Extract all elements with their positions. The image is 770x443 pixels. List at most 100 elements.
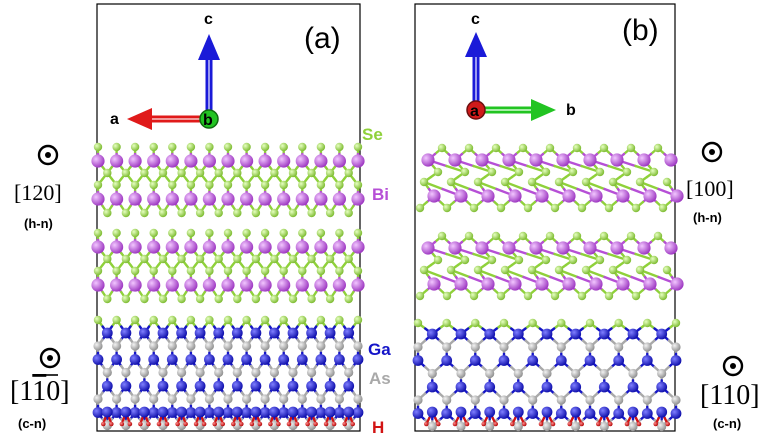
atom-se <box>523 203 533 213</box>
atom-se <box>158 168 168 178</box>
atom-bi <box>110 240 124 254</box>
atom-bi <box>448 153 462 167</box>
view-direction-icon-a-top <box>37 144 59 166</box>
atom-bi <box>184 192 198 206</box>
atom-se <box>316 180 326 190</box>
atom-se <box>158 208 168 218</box>
atom-se <box>103 208 112 218</box>
atom-se <box>242 266 251 276</box>
atom-bi <box>670 277 684 291</box>
atom-h <box>342 421 348 427</box>
atom-bi <box>221 240 235 254</box>
atom-se <box>233 254 242 264</box>
atom-se <box>140 254 149 264</box>
atom-se <box>205 228 214 238</box>
atom-se <box>500 177 510 187</box>
axis-b-label-b: b <box>566 102 576 119</box>
atom-ga <box>484 328 496 340</box>
atom-as <box>628 368 638 379</box>
atom-ga <box>352 407 364 418</box>
atom-ga <box>92 407 104 418</box>
atom-as <box>195 367 205 378</box>
atom-ga <box>455 328 467 340</box>
direction-a-bottom: [110] <box>10 376 70 407</box>
atom-h <box>138 421 143 427</box>
atom-se <box>433 255 443 265</box>
atom-ga <box>527 408 539 419</box>
atom-as <box>297 394 307 404</box>
atom-se <box>581 177 591 187</box>
axis-a-out-of-page-b <box>466 100 486 120</box>
atom-ga <box>570 381 582 393</box>
atom-bi <box>202 278 216 292</box>
atom-se <box>214 294 223 304</box>
atom-bi <box>616 277 630 291</box>
atom-se <box>635 265 645 275</box>
atom-as <box>353 394 363 404</box>
atom-as <box>499 342 509 352</box>
atom-bi <box>147 278 161 292</box>
atom-se <box>496 203 506 213</box>
atom-se <box>298 266 307 276</box>
atom-ga <box>598 328 610 340</box>
atom-ga <box>352 354 364 365</box>
atom-se <box>325 208 335 218</box>
atom-bi <box>91 154 105 168</box>
axis-a-arrow-head <box>127 108 152 130</box>
atom-as <box>334 341 344 351</box>
atom-se <box>541 255 551 265</box>
atom-se <box>316 315 326 325</box>
atom-ga <box>204 354 215 365</box>
atom-bi <box>448 241 462 255</box>
atom-ga <box>656 406 668 418</box>
atom-bi <box>332 154 346 168</box>
atom-se <box>527 265 537 275</box>
atom-as <box>499 395 509 405</box>
atom-se <box>649 167 659 177</box>
atom-ga <box>176 406 188 418</box>
atom-se <box>572 231 582 241</box>
atom-bi <box>535 189 549 203</box>
atom-ga <box>296 354 308 365</box>
atom-se <box>298 180 307 190</box>
atom-se <box>140 294 149 304</box>
atom-bi <box>128 278 142 292</box>
atom-h <box>510 421 515 427</box>
atom-h <box>579 421 584 427</box>
atom-bi <box>475 153 489 167</box>
atom-se <box>541 167 551 177</box>
atom-se <box>112 228 121 238</box>
atom-se <box>93 266 103 276</box>
atom-se <box>499 318 509 328</box>
atom-as <box>149 394 159 404</box>
atom-se <box>437 143 447 153</box>
direction-a-top: [120] <box>14 180 62 205</box>
atom-bi <box>643 277 657 291</box>
atom-bi <box>202 192 216 206</box>
atom-as <box>112 394 122 404</box>
atom-bi <box>91 278 105 292</box>
atom-se <box>335 180 344 190</box>
atom-bi <box>240 154 254 168</box>
atom-bi <box>184 278 198 292</box>
atom-se <box>487 167 497 177</box>
atom-se <box>149 266 158 276</box>
atom-se <box>442 291 452 301</box>
atom-ga <box>306 380 317 392</box>
atom-se <box>288 294 298 304</box>
atom-as <box>456 421 466 432</box>
atom-ga <box>512 406 524 418</box>
atom-se <box>545 231 555 241</box>
atom-bi <box>643 189 657 203</box>
atom-se <box>622 255 632 265</box>
atom-as <box>671 395 681 405</box>
atom-bi <box>277 240 291 254</box>
atom-as <box>353 341 363 351</box>
atom-se <box>518 143 528 153</box>
atom-se <box>344 168 353 178</box>
atom-ga <box>278 354 290 365</box>
atom-se <box>460 167 470 177</box>
atom-se <box>242 228 251 238</box>
direction-b-top-note: (h-n) <box>693 210 722 225</box>
atom-ga <box>598 406 610 418</box>
